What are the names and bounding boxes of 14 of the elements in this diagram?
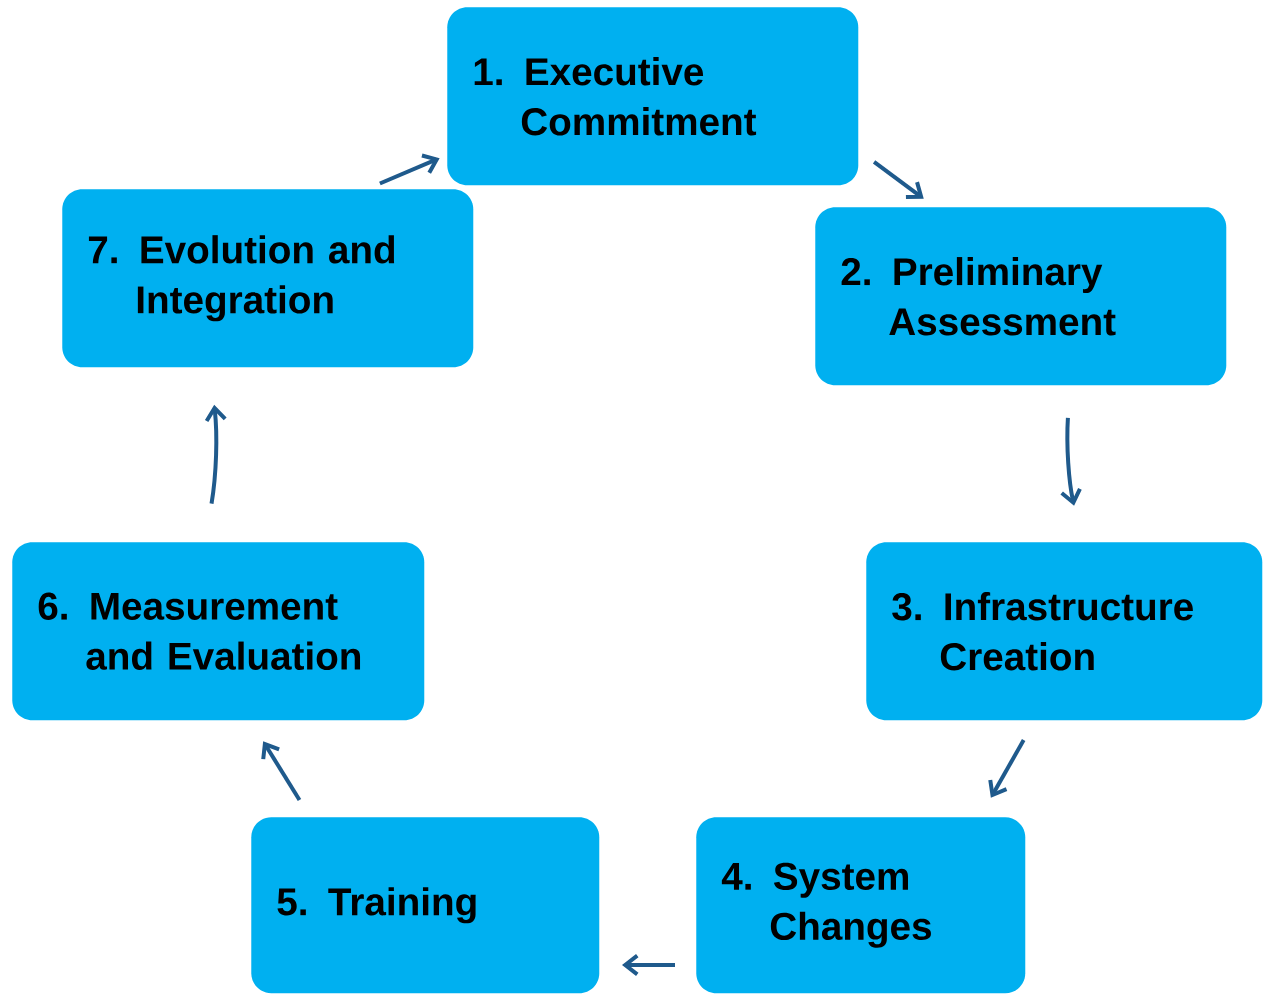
arrow [1060,417,1082,506]
process-box: 2. Preliminary Assessment [815,207,1227,386]
process-box: 6. Measurement and Evaluation [12,542,425,721]
arrow [872,160,924,200]
arrow [379,153,440,186]
process-box: 7. Evolution and Integration [62,189,474,368]
arrow [622,954,675,976]
process-box: 4. System Changes [696,817,1026,994]
arrow [204,404,227,504]
process-box: 1. Executive Commitment [447,7,859,186]
arrow [988,739,1026,798]
process-box: 5. Training [251,817,600,994]
arrow [261,741,302,802]
process-box: 3. Infrastructure Creation [866,542,1263,721]
